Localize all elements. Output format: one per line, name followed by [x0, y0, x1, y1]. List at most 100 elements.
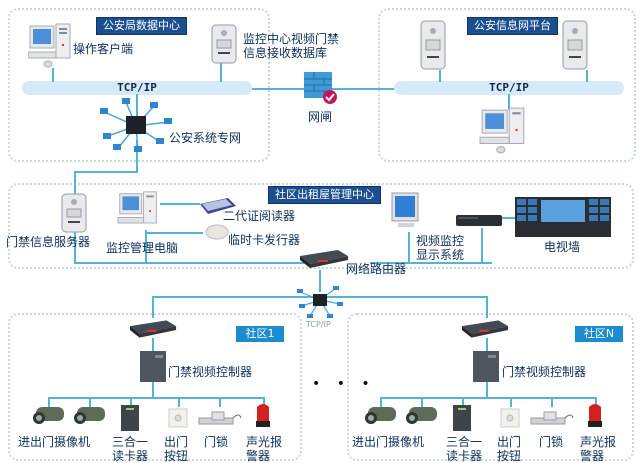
- router-label: 网络路由器: [346, 262, 407, 276]
- network-switch-icon: [129, 320, 177, 338]
- network-switch-icon: [461, 320, 509, 338]
- police-info-platform-title: 公安信息网平台: [467, 17, 558, 35]
- network-cluster-icon: [100, 98, 172, 152]
- c1-drop: [48, 397, 50, 407]
- tcpip-bus-right: TCP/IP: [394, 81, 624, 95]
- police-network-label: 公安系统专网: [169, 131, 242, 145]
- tv-wall-icon: [515, 197, 611, 237]
- cn-drop: [380, 397, 382, 407]
- camera-icon: [74, 407, 105, 424]
- c1-exit-label-line1: 出门: [164, 435, 189, 449]
- video-display-label-line2: 显示系统: [416, 248, 465, 262]
- c1-camera-label: 进出门摄像机: [18, 435, 91, 449]
- access-controller-icon: [140, 351, 166, 382]
- access-controller-icon: [473, 351, 499, 382]
- community-n-title: 社区N: [575, 326, 623, 342]
- link-pc-issuer: [145, 232, 203, 234]
- server-tower-icon: [211, 24, 237, 64]
- monitor-pc-label: 监控管理电脑: [106, 241, 179, 255]
- link-srv2-bus: [586, 70, 588, 82]
- link-client-bus: [52, 68, 54, 82]
- cn-alarm-label-line2: 警器: [580, 449, 605, 463]
- c1-exit-label-line2: 按钮: [164, 449, 189, 463]
- exit-button-icon: [168, 408, 188, 428]
- rental-center-title: 社区出租屋管理中心: [268, 186, 381, 204]
- c1-ctrl-devices: [152, 382, 154, 398]
- c1-controller-label: 门禁视频控制器: [168, 365, 253, 379]
- camera-icon: [33, 407, 64, 424]
- cn-switch-ctrl: [486, 338, 488, 352]
- cn-alarm-label-line1: 声光报: [580, 435, 617, 449]
- link-pc-reader: [160, 203, 200, 205]
- cn-drop: [421, 397, 423, 407]
- door-lock-icon: [198, 411, 242, 425]
- hub-label: TCP/IP: [306, 320, 331, 329]
- cn-ctrl-devices: [486, 382, 488, 398]
- ellipsis: • • •: [312, 376, 376, 392]
- gateway-label: 网闸: [308, 110, 333, 124]
- c1-alarm-label-line2: 警器: [246, 449, 271, 463]
- card-reader-icon: [121, 405, 139, 431]
- link-db-bus: [220, 62, 222, 82]
- desktop-computer-icon: [117, 191, 157, 224]
- cn-drop: [551, 397, 553, 407]
- link-hub-cn: [486, 296, 488, 318]
- tv-wall-label: 电视墙: [544, 240, 581, 254]
- network-hub-icon: [297, 286, 343, 318]
- link-srv1-bus: [439, 70, 441, 82]
- link-nvr-tvwall: [500, 217, 518, 219]
- alarm-icon: [256, 404, 270, 427]
- police-data-center-title: 公安局数据中心: [96, 17, 187, 35]
- database-label-line2: 信息接收数据库: [243, 46, 328, 60]
- c1-drop: [263, 397, 265, 407]
- id-card-reader-icon: [200, 198, 236, 214]
- server-tower-icon: [562, 20, 588, 70]
- link-pc-down: [145, 230, 147, 263]
- link-display-down: [408, 232, 410, 263]
- link-rental-main: [74, 262, 304, 264]
- link-net-server-h: [74, 171, 138, 173]
- c1-device-bus: [48, 397, 265, 399]
- c1-drop: [130, 397, 132, 407]
- cn-camera-label: 进出门摄像机: [352, 435, 425, 449]
- cn-reader-label-line2: 读卡器: [446, 449, 483, 463]
- client-label: 操作客户端: [73, 42, 134, 56]
- link-router-display: [370, 262, 492, 264]
- c1-switch-ctrl: [152, 338, 154, 352]
- zone-community-n: [347, 313, 634, 461]
- zone-police-data-center: [8, 8, 270, 162]
- desktop-computer-icon: [28, 23, 71, 68]
- zone-police-info-platform: [378, 8, 636, 162]
- c1-reader-label-line2: 读卡器: [112, 449, 149, 463]
- cn-drop: [462, 397, 464, 407]
- cn-exit-label-line2: 按钮: [497, 449, 522, 463]
- c1-drop: [219, 397, 221, 407]
- c1-lock-label: 门锁: [204, 435, 229, 449]
- firewall-gateway-icon: [304, 72, 337, 104]
- server-tower-icon: [420, 20, 446, 70]
- id-reader-label: 二代证阅读器: [223, 209, 296, 223]
- link-bus-pc: [508, 94, 510, 110]
- network-router-icon: [300, 250, 348, 268]
- cn-exit-label-line1: 出门: [497, 435, 522, 449]
- cn-drop: [510, 397, 512, 407]
- access-server-label: 门禁信息服务器: [6, 235, 91, 249]
- c1-drop: [178, 397, 180, 407]
- camera-icon: [406, 407, 437, 424]
- cn-device-bus: [380, 397, 597, 399]
- card-issuer-label: 临时卡发行器: [228, 233, 301, 247]
- video-display-label-line1: 视频监控: [416, 234, 465, 248]
- video-recorder-icon: [456, 215, 502, 226]
- link-hub-c1: [152, 296, 154, 318]
- database-label-line1: 监控中心视频门禁: [243, 32, 340, 46]
- link-net-down: [136, 140, 138, 172]
- card-issuer-icon: [205, 224, 229, 240]
- monitor-display-icon: [391, 192, 419, 227]
- link-bus-net: [136, 94, 138, 116]
- c1-drop: [89, 397, 91, 407]
- card-reader-icon: [453, 405, 471, 431]
- exit-button-icon: [500, 408, 520, 428]
- c1-alarm-label-line1: 声光报: [246, 435, 283, 449]
- door-lock-icon: [530, 411, 574, 425]
